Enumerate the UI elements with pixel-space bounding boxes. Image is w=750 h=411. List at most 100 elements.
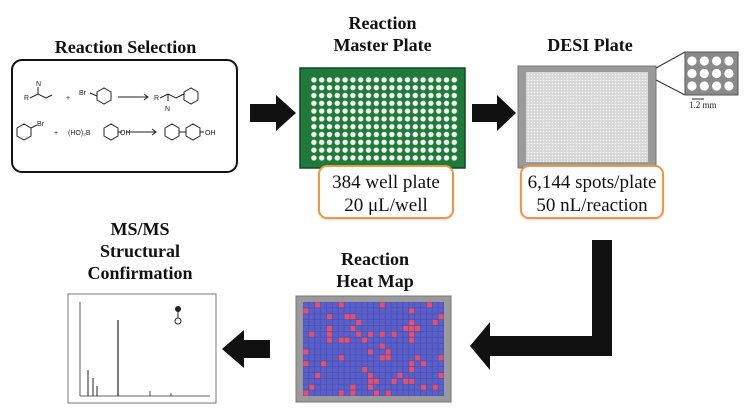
heat-map-cell <box>415 367 421 373</box>
heat-map-hit-cell <box>344 314 350 320</box>
zoom-spot <box>699 68 709 79</box>
heat-map-cell <box>338 367 344 373</box>
heat-map-cell <box>303 337 309 343</box>
heat-map-cell <box>368 367 374 373</box>
heat-map-cell <box>309 320 315 326</box>
heat-map-cell <box>309 372 315 378</box>
heat-map-cell <box>350 320 356 326</box>
reaction-selection-box <box>11 59 238 173</box>
heat-map-cell <box>438 337 444 343</box>
heat-map-cell <box>356 384 362 390</box>
heat-map-cell <box>391 349 397 355</box>
heat-map-cell <box>332 372 338 378</box>
heat-map-cell <box>420 349 426 355</box>
heat-map-cell <box>373 343 379 349</box>
heat-map-cell <box>415 343 421 349</box>
zoom-line-top <box>655 51 686 69</box>
heat-map-cell <box>379 372 385 378</box>
heat-map-cell <box>321 320 327 326</box>
heat-map-cell <box>397 378 403 384</box>
heat-map-cell <box>332 361 338 367</box>
heat-map-cell <box>350 308 356 314</box>
zoom-inset-spots <box>687 56 734 91</box>
heat-map-cell <box>309 349 315 355</box>
heat-map-hit-cell <box>321 361 327 367</box>
heat-map-hit-cell <box>326 331 332 337</box>
heat-map-cell <box>432 361 438 367</box>
heat-map-cell <box>385 378 391 384</box>
heat-map-cell <box>385 384 391 390</box>
reaction-selection-panel: R N + Br R N Br + (HO)₂B OH <box>11 59 238 173</box>
heat-map-cell <box>438 308 444 314</box>
heat-map-cell <box>303 378 309 384</box>
heat-map-cell <box>420 308 426 314</box>
heat-map-cell <box>403 384 409 390</box>
heat-map-cell <box>409 355 415 361</box>
heat-map-hit-cell <box>326 314 332 320</box>
heat-map-cell <box>350 343 356 349</box>
heat-map-hit-cell <box>409 361 415 367</box>
heat-map-cell <box>385 325 391 331</box>
heat-map-cell <box>356 367 362 373</box>
heat-map-cell <box>309 378 315 384</box>
atom-n-label: N <box>36 81 41 88</box>
svg-text:+: + <box>66 95 70 102</box>
heat-map-cell <box>356 390 362 396</box>
heat-map-cell <box>438 390 444 396</box>
heat-map-hit-cell <box>379 343 385 349</box>
heat-map-cell <box>379 378 385 384</box>
heat-map-cell <box>397 384 403 390</box>
heat-map-cell <box>344 308 350 314</box>
heat-map-hit-cell <box>303 349 309 355</box>
heat-map-cell <box>379 390 385 396</box>
heat-map-cell <box>362 325 368 331</box>
heat-map-cell <box>409 372 415 378</box>
atom-br-label: Br <box>79 90 87 97</box>
heat-map-cell <box>397 349 403 355</box>
heat-map-hit-cell <box>415 355 421 361</box>
heat-map-cell <box>362 384 368 390</box>
heat-map-cell <box>332 308 338 314</box>
heat-map-cell <box>356 302 362 308</box>
heat-map-cell <box>338 378 344 384</box>
heat-map-cell <box>426 384 432 390</box>
heat-map-cell <box>344 378 350 384</box>
svg-text:+: + <box>54 130 58 137</box>
desi-plate-spots <box>526 72 648 162</box>
heat-map-cell <box>332 302 338 308</box>
heat-map-hit-cell <box>350 384 356 390</box>
heat-map-cell <box>368 314 374 320</box>
heat-map-cell <box>373 314 379 320</box>
svg-text:R: R <box>24 95 29 102</box>
heat-map-cell <box>315 343 321 349</box>
heat-map-cell <box>321 372 327 378</box>
heat-map-cell <box>321 355 327 361</box>
heat-map-cell <box>309 308 315 314</box>
heat-map-hit-cell <box>315 372 321 378</box>
heat-map-cell <box>326 390 332 396</box>
heat-map-cell <box>309 390 315 396</box>
desi-plate-title: DESI Plate <box>547 35 633 55</box>
heat-map-cell <box>373 337 379 343</box>
heat-map-cell <box>432 378 438 384</box>
heat-map-hit-cell <box>409 320 415 326</box>
heat-map-cell <box>397 361 403 367</box>
well-count-text: 384 well plate <box>332 172 440 193</box>
heat-map-cell <box>362 331 368 337</box>
heat-map-cell <box>315 367 321 373</box>
heat-map-cell <box>344 361 350 367</box>
heat-map-cell <box>420 378 426 384</box>
heat-map-cell <box>315 331 321 337</box>
heat-map-cell <box>391 390 397 396</box>
heat-map-cell <box>409 343 415 349</box>
heat-map-cell <box>391 314 397 320</box>
heat-map-cell <box>356 325 362 331</box>
heat-map-cell <box>385 314 391 320</box>
heat-map-cell <box>350 361 356 367</box>
heat-map-cell <box>368 302 374 308</box>
arrow-master-to-desi <box>472 95 516 131</box>
heat-map-cell <box>391 337 397 343</box>
heat-map-hit-cell <box>432 384 438 390</box>
heat-map-cell <box>420 372 426 378</box>
heat-map-cell <box>309 361 315 367</box>
